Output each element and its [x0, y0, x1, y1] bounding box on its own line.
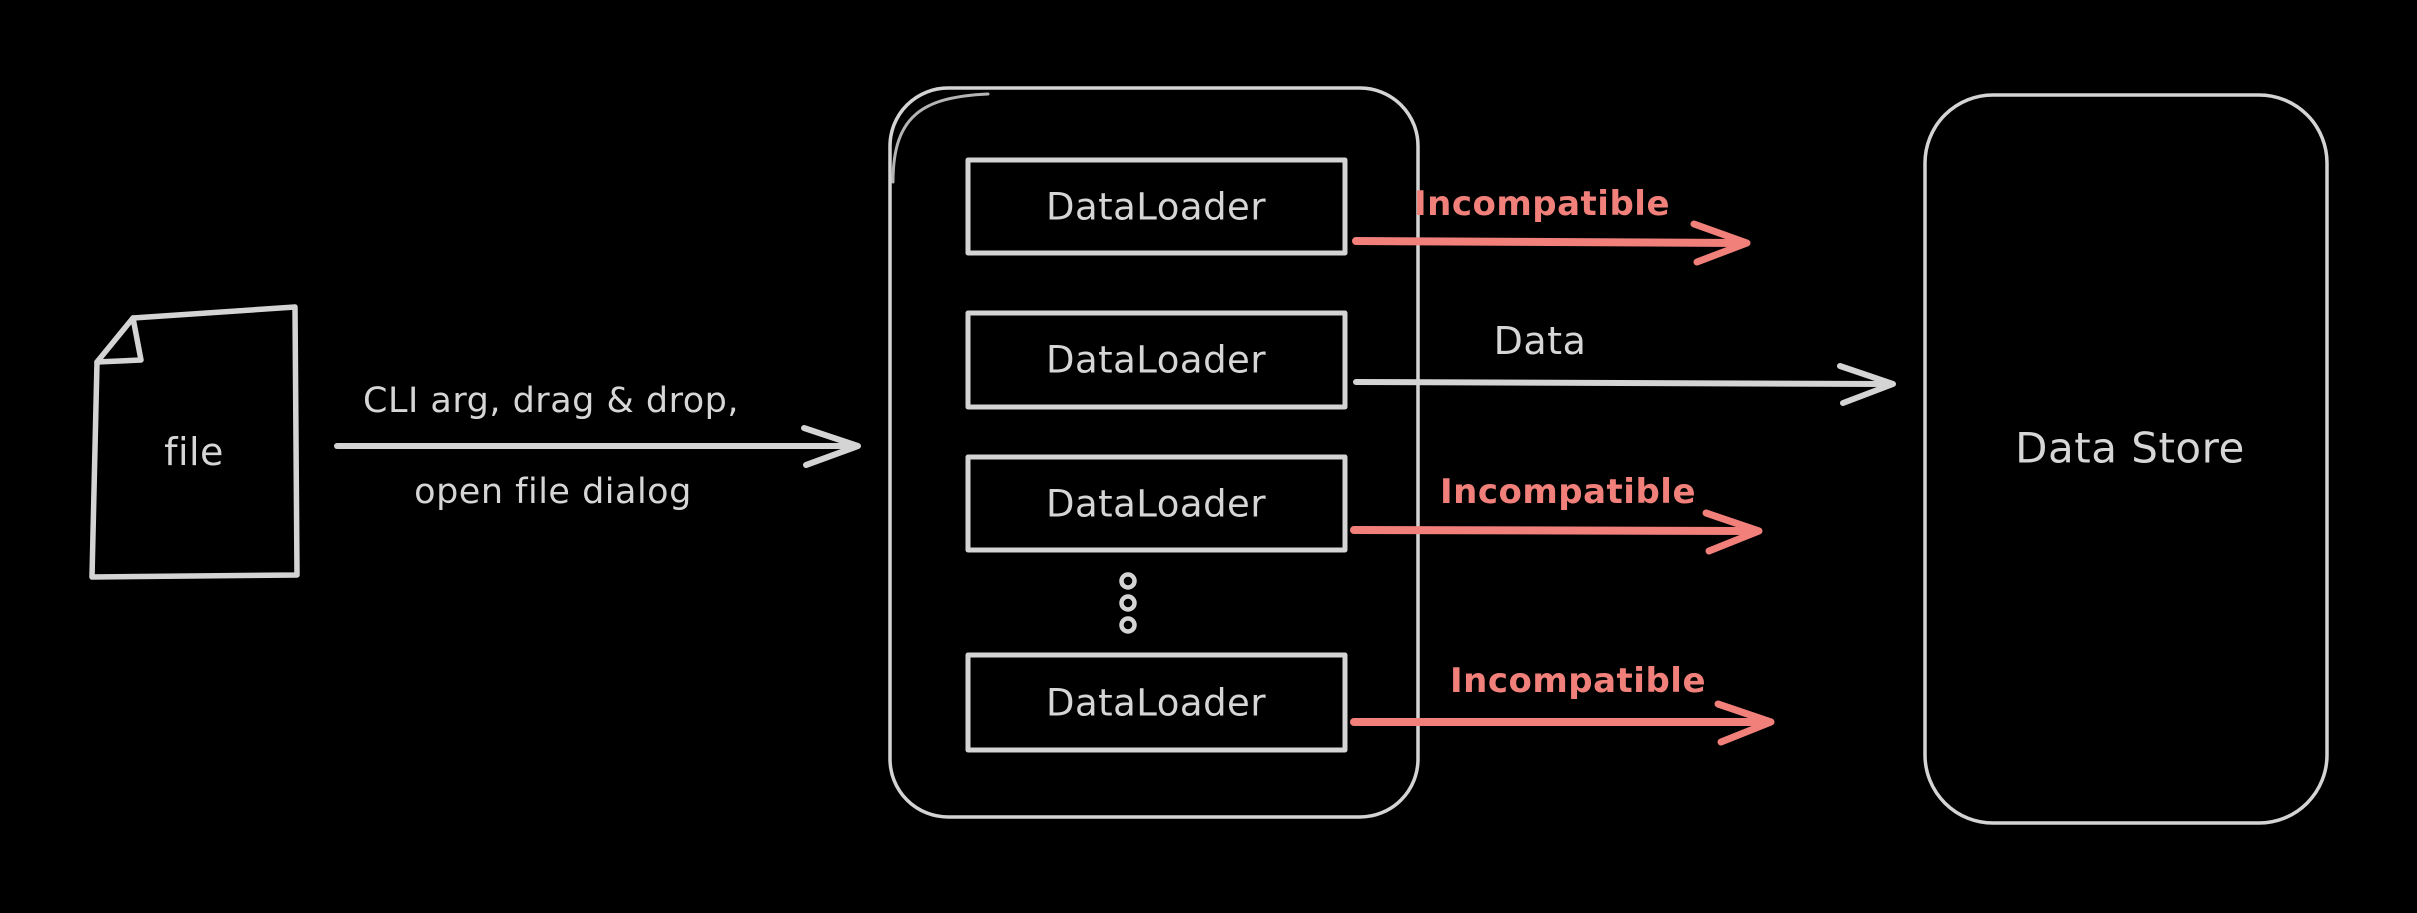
ellipsis-dot [1119, 572, 1137, 590]
arrow-shaft [1352, 237, 1746, 247]
dataloader-label-2: DataLoader [1045, 338, 1267, 382]
loader-stack-outline [888, 86, 1420, 819]
arrow-incompatible-3 [1350, 700, 1775, 746]
output-label-incompatible-3: Incompatible [1449, 661, 1707, 701]
dataloader-box-2 [965, 310, 1348, 410]
arrow-head [1690, 220, 1751, 266]
output-label-incompatible-2: Incompatible [1439, 472, 1697, 512]
document-fold-corner [94, 315, 144, 365]
arrow-shaft [1350, 526, 1758, 535]
dataloader-label-4: DataLoader [1045, 681, 1267, 725]
loader-stack-container-box [888, 86, 1420, 819]
input-arrow [334, 425, 861, 468]
document-outline [89, 304, 300, 580]
document-icon [89, 304, 300, 580]
dataloader-box-4 [965, 652, 1348, 753]
file-label: file [164, 430, 224, 474]
input-arrow-label-line2: open file dialog [414, 472, 692, 512]
input-arrow-head [801, 425, 861, 468]
arrow-data [1353, 363, 1896, 406]
dataloader-box-1 [965, 157, 1348, 256]
arrow-head [1714, 700, 1775, 746]
ellipsis-dot [1119, 616, 1137, 634]
vertical-ellipsis-icon [1119, 572, 1137, 634]
dataloader-boxes [965, 157, 1348, 753]
output-label-incompatible-1: Incompatible [1413, 184, 1671, 224]
dataloader-box-3 [965, 454, 1348, 553]
arrow-head [1702, 509, 1763, 555]
arrow-shaft [1353, 379, 1889, 387]
output-label-data: Data [1493, 319, 1587, 363]
loader-stack-sketch-stroke [891, 92, 990, 184]
dataloader-label-1: DataLoader [1045, 185, 1267, 229]
dataloader-label-3: DataLoader [1045, 482, 1267, 526]
data-store-box [1923, 93, 2329, 825]
input-arrow-label-line1: CLI arg, drag & drop, [363, 381, 739, 421]
arrow-incompatible-2 [1350, 509, 1763, 555]
arrow-head [1837, 363, 1896, 406]
data-store-label: Data Store [2015, 423, 2245, 473]
ellipsis-dot [1119, 594, 1137, 612]
arrow-incompatible-1 [1352, 220, 1751, 266]
